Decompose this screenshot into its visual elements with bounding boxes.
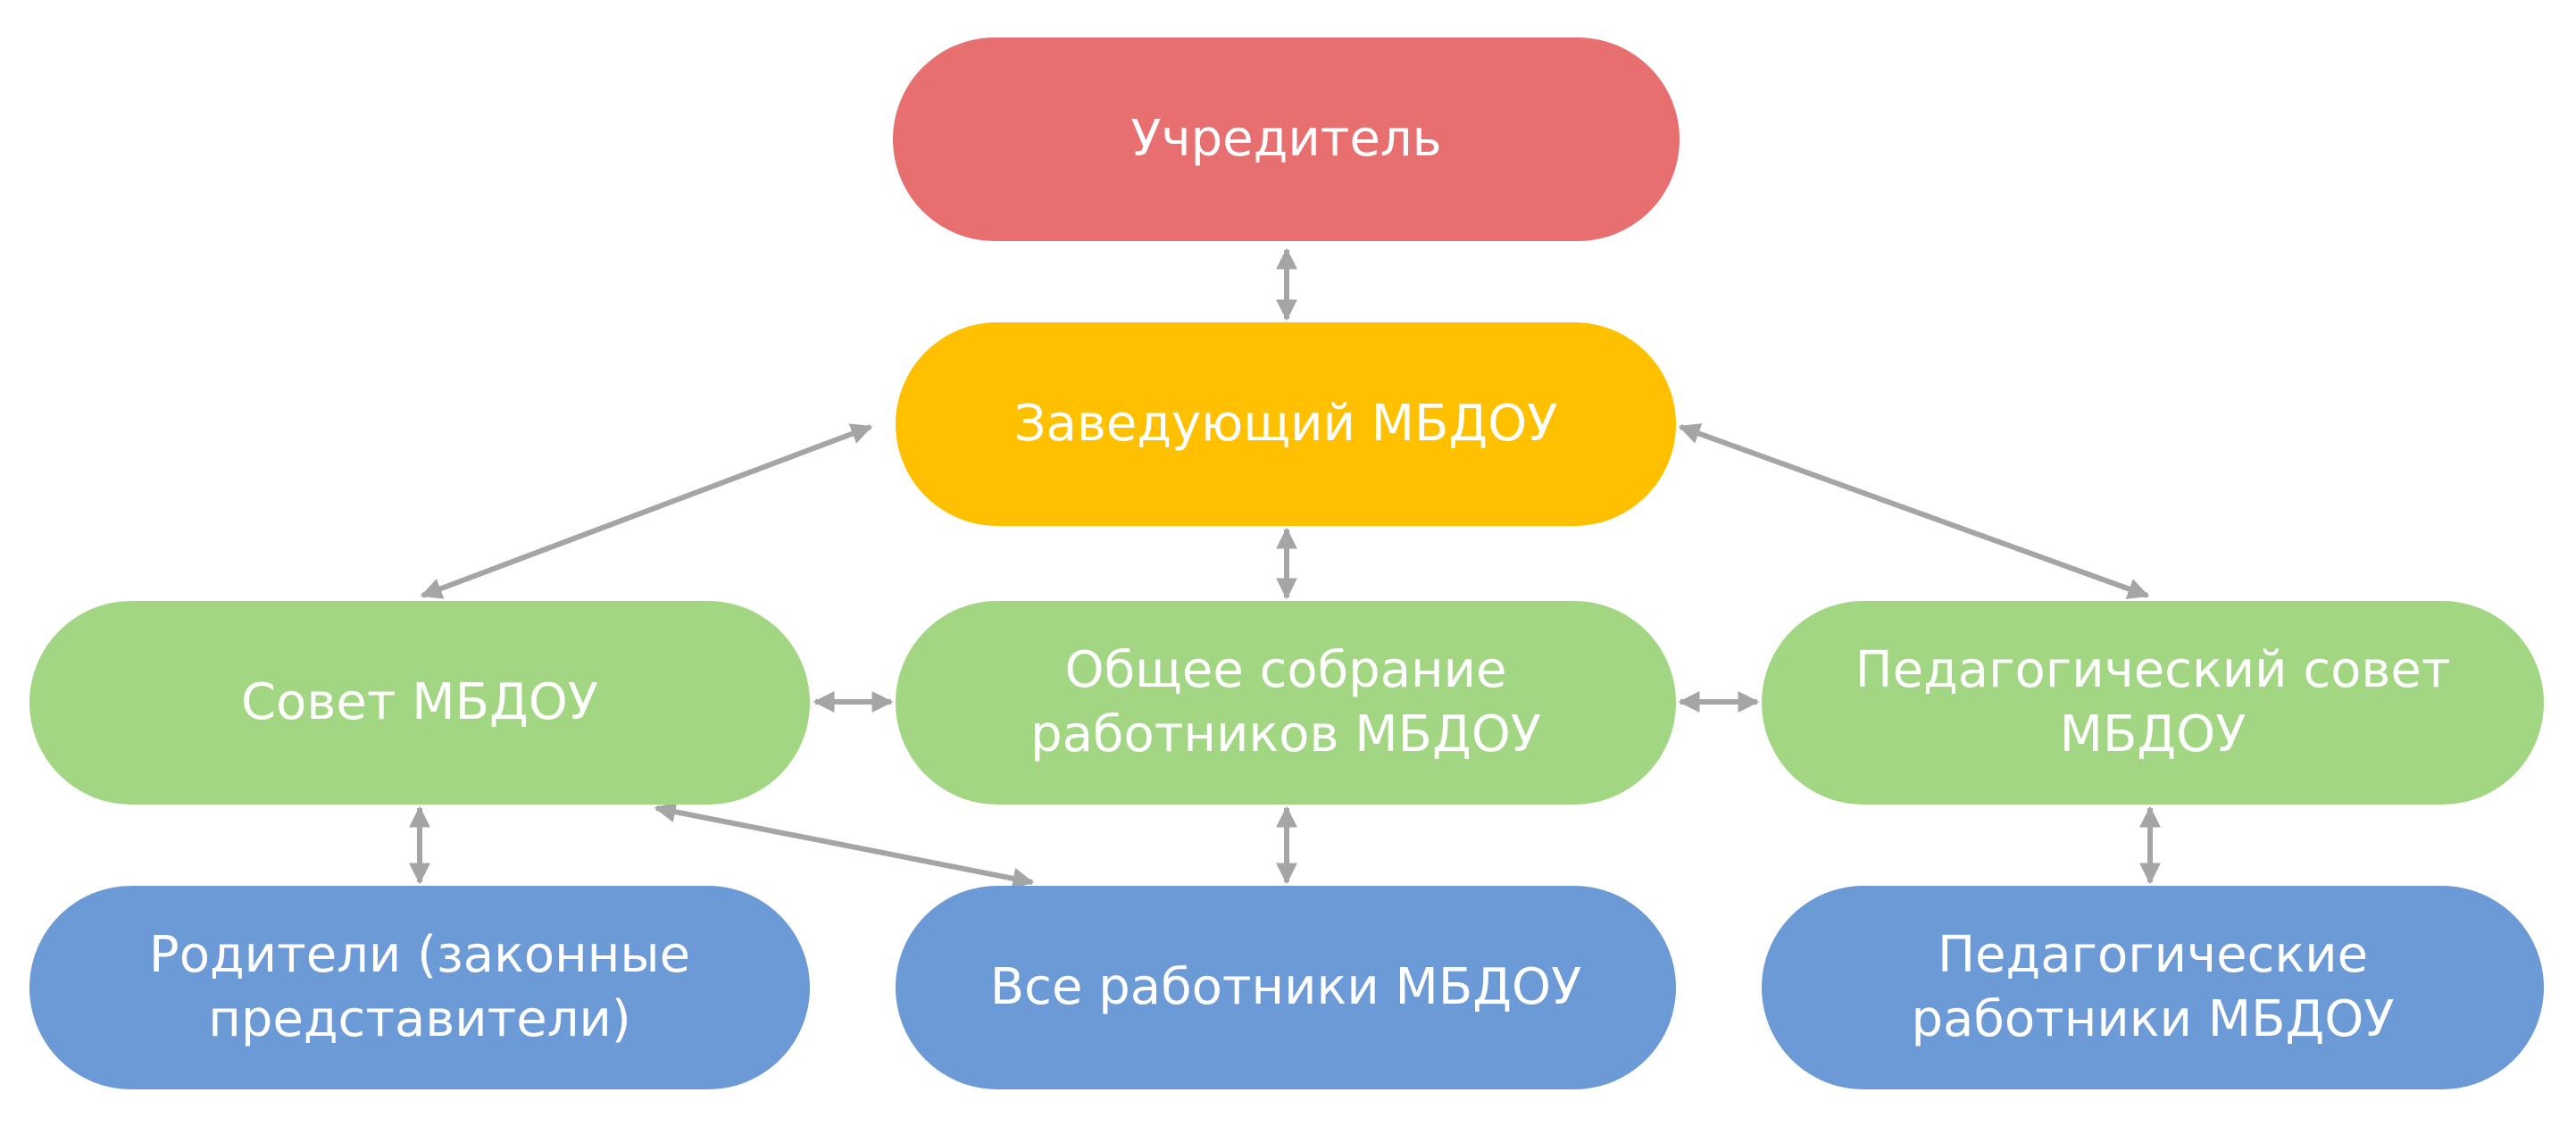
node-pedagogical-staff: Педагогические работники МБДОУ	[1762, 886, 2544, 1089]
node-label: Общее собрание	[1064, 641, 1507, 699]
node-label: Родители (законные	[148, 926, 691, 984]
arrow-head-council	[420, 423, 873, 599]
node-general-meeting: Общее собрание работников МБДОУ	[896, 601, 1676, 805]
arrow-head-pedagogical-council	[1678, 423, 2150, 599]
node-all-staff: Все работники МБДОУ	[896, 886, 1676, 1089]
node-head: Заведующий МБДОУ	[896, 322, 1676, 526]
node-label: МБДОУ	[2059, 705, 2247, 763]
node-label: Педагогические	[1937, 926, 2369, 984]
node-label: работников МБДОУ	[1030, 705, 1541, 763]
node-label: Педагогический совет	[1855, 641, 2451, 699]
arrow-council-all-staff	[654, 801, 1035, 889]
node-label: Совет МБДОУ	[241, 673, 598, 731]
node-label: работники МБДОУ	[1911, 990, 2395, 1048]
node-label: Все работники МБДОУ	[989, 958, 1582, 1016]
node-council: Совет МБДОУ	[29, 601, 810, 805]
node-label: Заведующий МБДОУ	[1013, 395, 1558, 453]
node-pedagogical-council: Педагогический совет МБДОУ	[1762, 601, 2544, 805]
node-label: представители)	[208, 990, 631, 1048]
node-label: Учредитель	[1130, 110, 1442, 168]
node-parents: Родители (законные представители)	[29, 886, 810, 1089]
node-founder: Учредитель	[893, 38, 1680, 241]
